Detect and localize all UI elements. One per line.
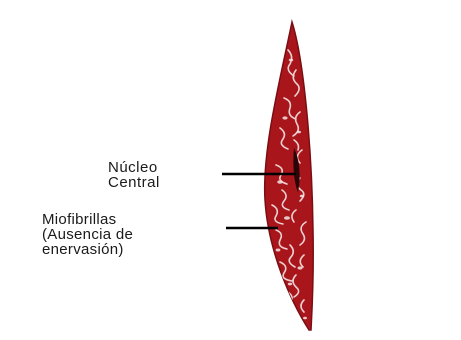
myofibrils-label-line-3: enervasión) xyxy=(42,242,133,257)
nucleus-label: Núcleo Central xyxy=(108,160,160,190)
myofibrils-label-line-2: (Ausencia de xyxy=(42,227,133,242)
myofibrils-label-line-1: Miofibrillas xyxy=(42,212,133,227)
myofibrils-label: Miofibrillas (Ausencia de enervasión) xyxy=(42,212,133,257)
nucleus-label-line-1: Núcleo xyxy=(108,160,160,175)
nucleus-label-line-2: Central xyxy=(108,175,160,190)
